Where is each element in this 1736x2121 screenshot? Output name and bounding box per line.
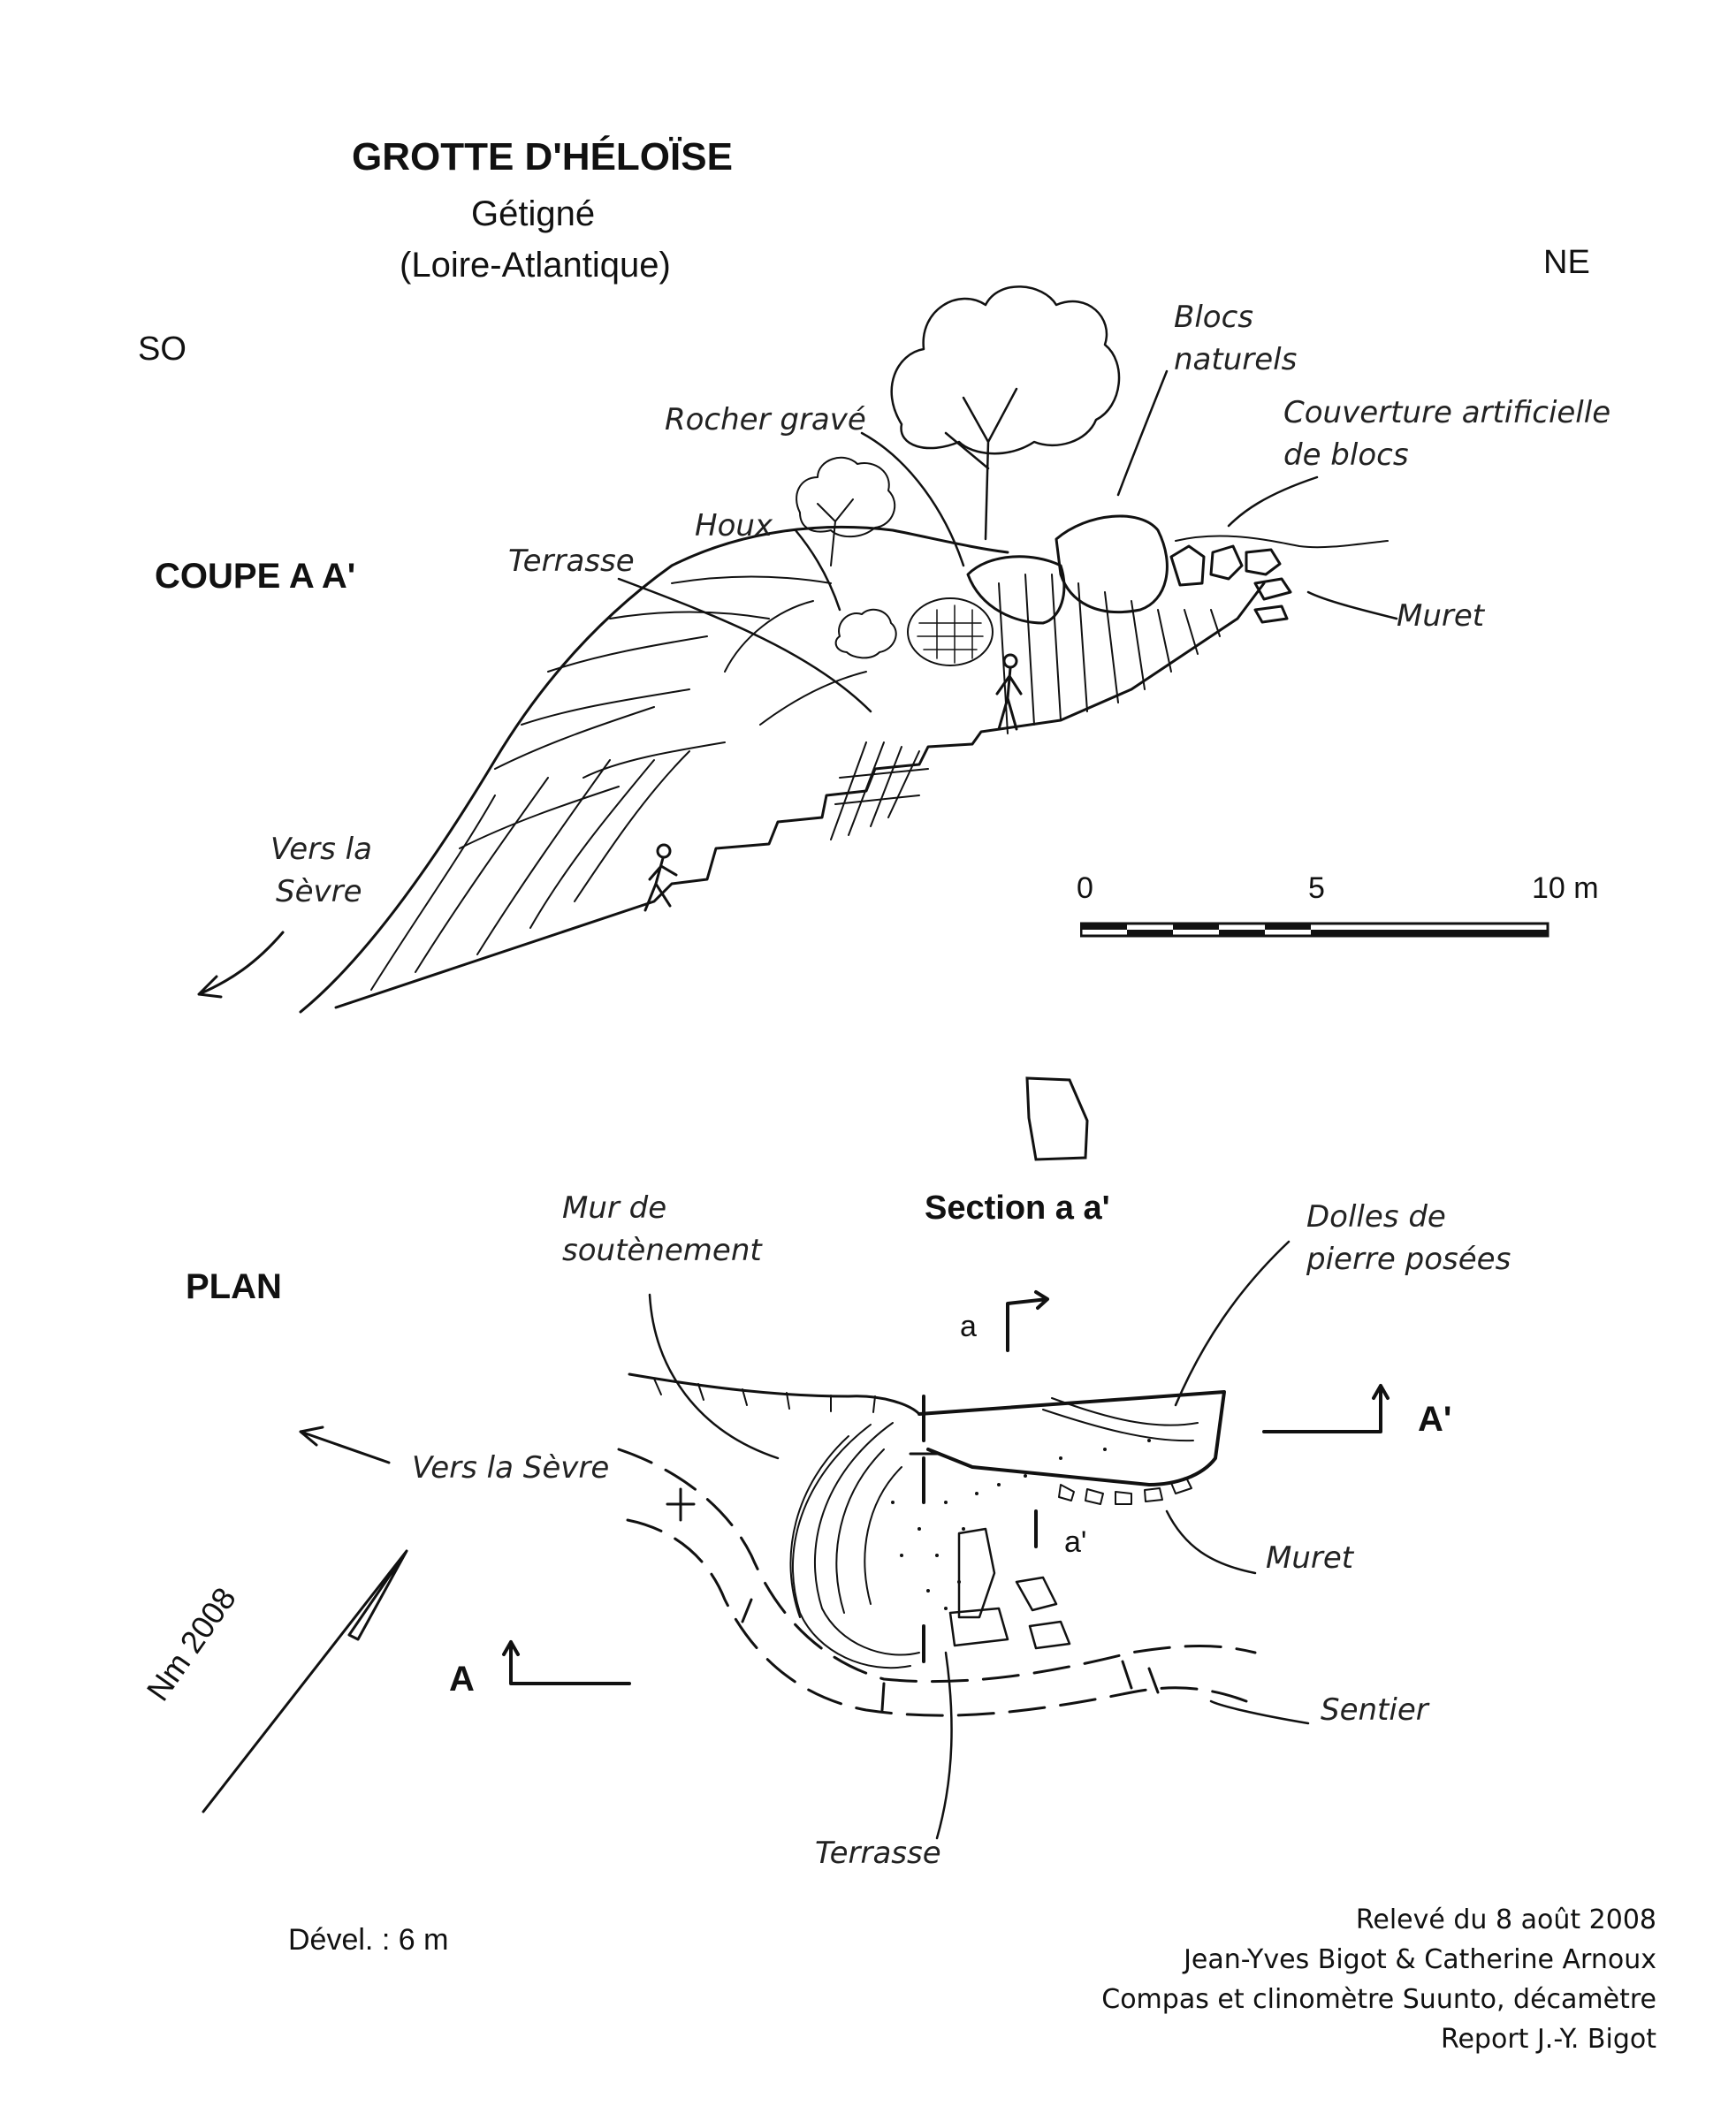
- marker-a: [1006, 1290, 1049, 1352]
- survey-title: GROTTE D'HÉLOÏSE: [352, 135, 733, 179]
- label-blocs-1: Blocs: [1174, 300, 1253, 335]
- section-line-aa: [922, 1395, 1038, 1663]
- label-muret-coupe: Muret: [1397, 598, 1485, 634]
- plan-rocks: [948, 1527, 1071, 1650]
- coupe-leaders: [617, 369, 1398, 713]
- coupe-drawing: [197, 285, 1398, 1014]
- label-couverture-1: Couverture artificielle: [1283, 395, 1611, 430]
- plan-leaders: [648, 1240, 1310, 1840]
- natural-block-2: [1055, 514, 1169, 614]
- label-rocher-grave: Rocher gravé: [665, 402, 866, 437]
- credit-line-authors: Jean-Yves Bigot & Catherine Arnoux: [1184, 1944, 1656, 1975]
- label-a: a: [960, 1310, 977, 1343]
- arrow-vers-sevre: [197, 931, 285, 999]
- tree-small: [796, 456, 896, 566]
- rock-hatching: [370, 575, 867, 991]
- label-terrasse-plan: Terrasse: [815, 1836, 941, 1871]
- orientation-so: SO: [138, 331, 187, 368]
- credit-line-date: Relevé du 8 août 2008: [1355, 1904, 1656, 1935]
- commune-name: Gétigné: [471, 194, 596, 233]
- marker-A: [502, 1640, 631, 1685]
- plan-heading: PLAN: [186, 1267, 282, 1306]
- coupe-heading: COUPE A A': [155, 557, 356, 596]
- section-heading: Section a a': [925, 1190, 1110, 1227]
- trail-sentier: [617, 1448, 1257, 1717]
- grass-top: [1175, 535, 1389, 549]
- label-dalles-1: Dolles de: [1306, 1199, 1446, 1235]
- scale-tick-5: 5: [1308, 871, 1325, 905]
- tree-large: [890, 285, 1121, 541]
- label-vers-sevre-2: Sèvre: [276, 874, 362, 909]
- label-mur-2: soutènement: [562, 1233, 762, 1268]
- cover-block-1: [1169, 544, 1206, 587]
- stepped-ledge: [334, 582, 1266, 1009]
- cliff-edge: [628, 1372, 921, 1416]
- label-dalles-2: pierre posées: [1306, 1242, 1511, 1277]
- scale-tick-0: 0: [1077, 871, 1093, 905]
- holly-bush: [834, 608, 897, 659]
- label-A-prime: A': [1418, 1400, 1452, 1439]
- department-name: (Loire-Atlantique): [400, 246, 671, 285]
- plan-drawing: [202, 1240, 1390, 1840]
- label-blocs-2: naturels: [1174, 342, 1298, 377]
- human-figure-path: [643, 843, 678, 912]
- credit-line-report: Report J.-Y. Bigot: [1440, 2024, 1656, 2055]
- label-couverture-2: de blocs: [1283, 437, 1409, 473]
- credits-block: Relevé du 8 août 2008 Jean-Yves Bigot & …: [1101, 1900, 1656, 2059]
- cover-block-2: [1209, 544, 1244, 581]
- marker-A-prime: [1262, 1384, 1390, 1433]
- cover-block-3: [1245, 548, 1282, 576]
- label-a-prime: a': [1064, 1525, 1087, 1559]
- retaining-wall: [830, 741, 929, 840]
- north-arrow: [202, 1549, 408, 1813]
- label-muret-plan: Muret: [1266, 1540, 1354, 1576]
- label-sentier: Sentier: [1321, 1692, 1428, 1728]
- credit-line-instruments: Compas et clinomètre Suunto, décamètre: [1101, 1984, 1656, 2015]
- development-length: Dével. : 6 m: [288, 1923, 449, 1957]
- label-A: A: [449, 1660, 475, 1699]
- terrace-stipple: [891, 1439, 1151, 1610]
- natural-block-1: [966, 555, 1066, 625]
- label-vers-sevre-plan: Vers la Sèvre: [412, 1450, 610, 1486]
- muret-stones: [1253, 577, 1292, 624]
- label-houx: Houx: [695, 508, 773, 544]
- hill-outline: [299, 525, 1009, 1014]
- label-vers-sevre-1: Vers la: [270, 832, 372, 867]
- engraved-rock: [907, 597, 994, 666]
- human-figure-terrace: [995, 653, 1023, 731]
- label-mur-1: Mur de: [562, 1190, 667, 1226]
- scale-bar: [1080, 922, 1549, 938]
- plan-muret-stones: [1058, 1477, 1192, 1505]
- arrow-vers-sevre-plan: [299, 1425, 391, 1464]
- plan-retaining-wall: [789, 1422, 920, 1669]
- section-profile: [1025, 1076, 1089, 1161]
- orientation-ne: NE: [1543, 244, 1590, 281]
- label-terrasse-coupe: Terrasse: [508, 544, 635, 579]
- scale-tick-10: 10 m: [1532, 871, 1599, 905]
